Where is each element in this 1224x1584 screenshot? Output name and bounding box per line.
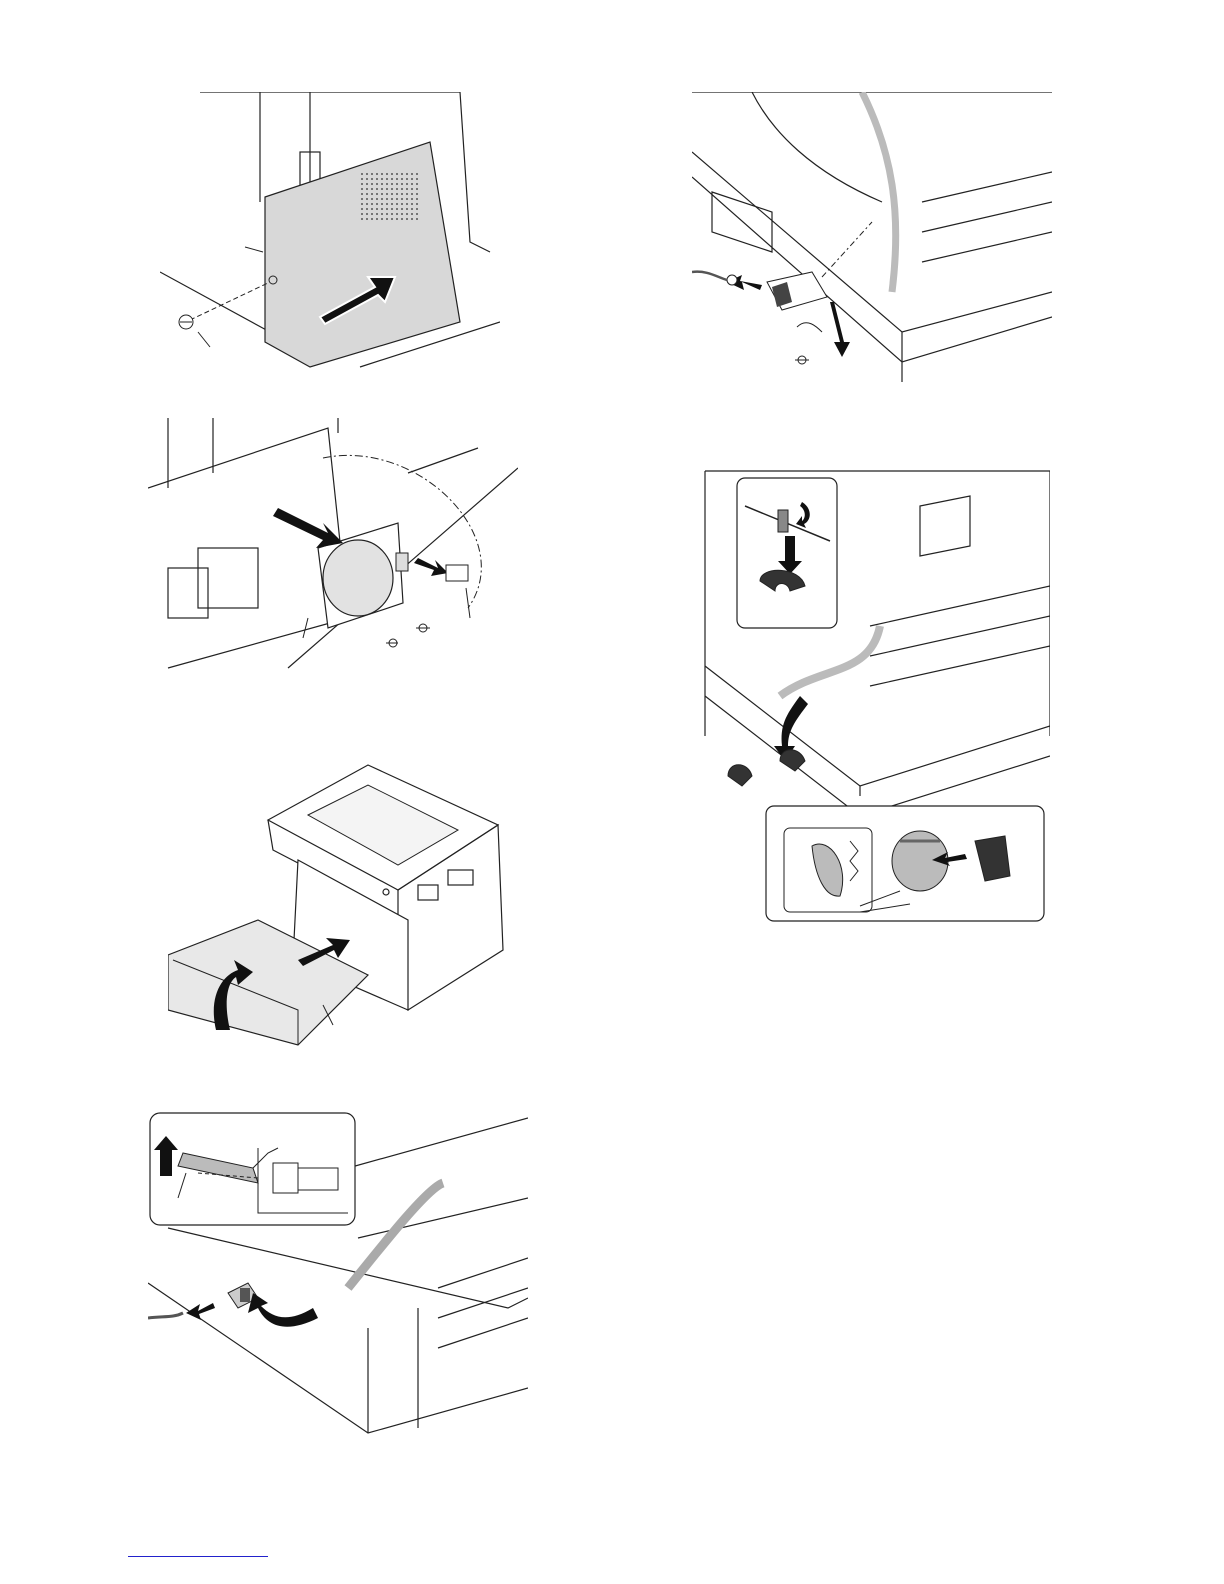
- fig-sensor-bracket: [692, 92, 1052, 382]
- footer-link-underline[interactable]: [128, 1556, 268, 1557]
- fig-rear-cover: [160, 92, 500, 382]
- fig-paper-tray: [168, 760, 508, 1050]
- paper-feed-roller-icon: [700, 466, 1050, 926]
- sensor-bracket-removal-icon: [692, 92, 1052, 382]
- fig-motor-unit: [148, 418, 518, 678]
- connector-lever-icon: [148, 1108, 528, 1438]
- paper-tray-removal-icon: [168, 760, 508, 1050]
- fig-roller-replace: [700, 466, 1050, 926]
- rear-cover-removal-icon: [160, 92, 500, 382]
- fig-pwb-connector: [148, 1108, 528, 1438]
- motor-unit-removal-icon: [148, 418, 518, 678]
